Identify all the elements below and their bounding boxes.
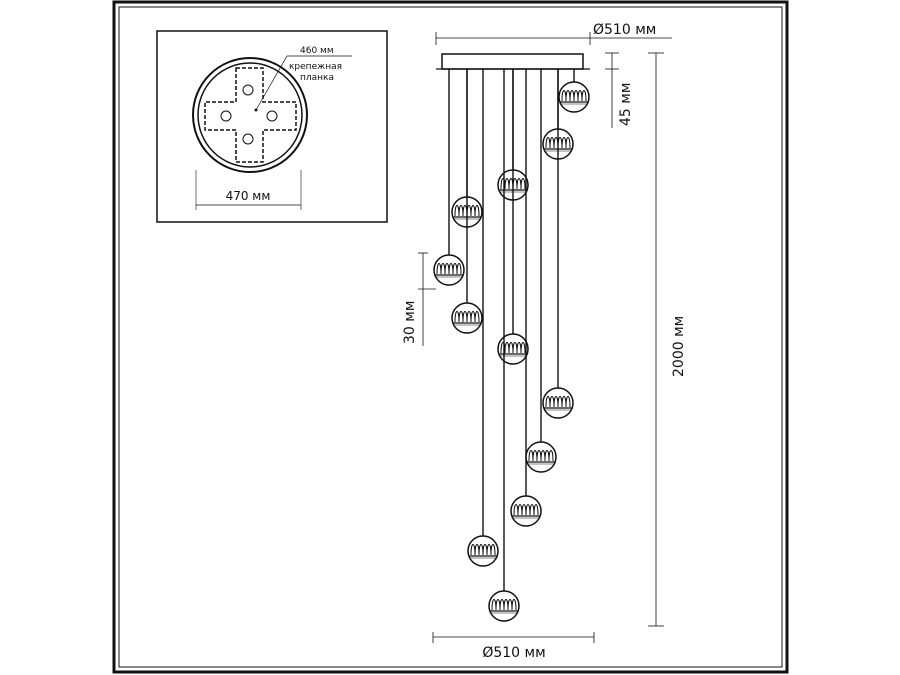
pendant-ball [433, 69, 465, 286]
pendant-ball [558, 69, 590, 113]
plate-caption-2: планка [300, 73, 334, 83]
mounting-plate-outline [204, 67, 297, 163]
plate-size-label: 460 мм [300, 46, 334, 56]
pendant-ball [467, 69, 499, 567]
width-label: 470 мм [226, 189, 271, 203]
bottom-diameter-label: Ø510 мм [482, 645, 545, 661]
ball-petals [436, 263, 462, 275]
leader-line [255, 55, 352, 111]
canopy-height-dimension: 45 мм [605, 52, 634, 128]
ball-petals [491, 599, 517, 611]
ball-petals [500, 342, 526, 354]
pendant-ball [497, 69, 529, 365]
ball-petals [545, 396, 571, 408]
pendant-ball [488, 69, 520, 622]
ball-petals [513, 504, 539, 516]
screw-hole [242, 133, 254, 145]
canopy-outer-circle [192, 57, 308, 173]
top-diameter-label: Ø510 мм [593, 22, 656, 38]
bottom-diameter-dimension: Ø510 мм [432, 632, 595, 661]
screw-hole [242, 84, 254, 96]
ball-petals [500, 178, 526, 190]
screw-hole [220, 110, 232, 122]
inner-frame [118, 6, 783, 668]
pendant-ball [451, 69, 483, 334]
top-view-inset: 460 мм крепежная планка 470 мм [156, 30, 388, 223]
ball-petals [454, 311, 480, 323]
pendant-ball [510, 69, 542, 527]
ball-petals [545, 137, 571, 149]
outer-frame [112, 0, 789, 674]
plate-caption-1: крепежная [289, 62, 342, 72]
ball-petals [528, 450, 554, 462]
top-diameter-dimension: Ø510 мм [435, 22, 672, 45]
ball-petals [561, 90, 587, 102]
inset-border [156, 30, 388, 223]
ball-petals [470, 544, 496, 556]
canopy-inner-circle [197, 62, 303, 168]
canopy-height-label: 45 мм [618, 83, 634, 126]
ball-size-dimension: 30 мм [402, 252, 436, 346]
total-height-label: 2000 мм [671, 316, 687, 377]
ball-petals [454, 205, 480, 217]
pendants [433, 69, 590, 622]
pendant-ball [542, 69, 574, 419]
total-height-dimension: 2000 мм [648, 52, 687, 627]
pendant-ball [525, 69, 557, 473]
screw-hole [266, 110, 278, 122]
ball-size-label: 30 мм [402, 301, 418, 344]
canopy [441, 53, 584, 70]
